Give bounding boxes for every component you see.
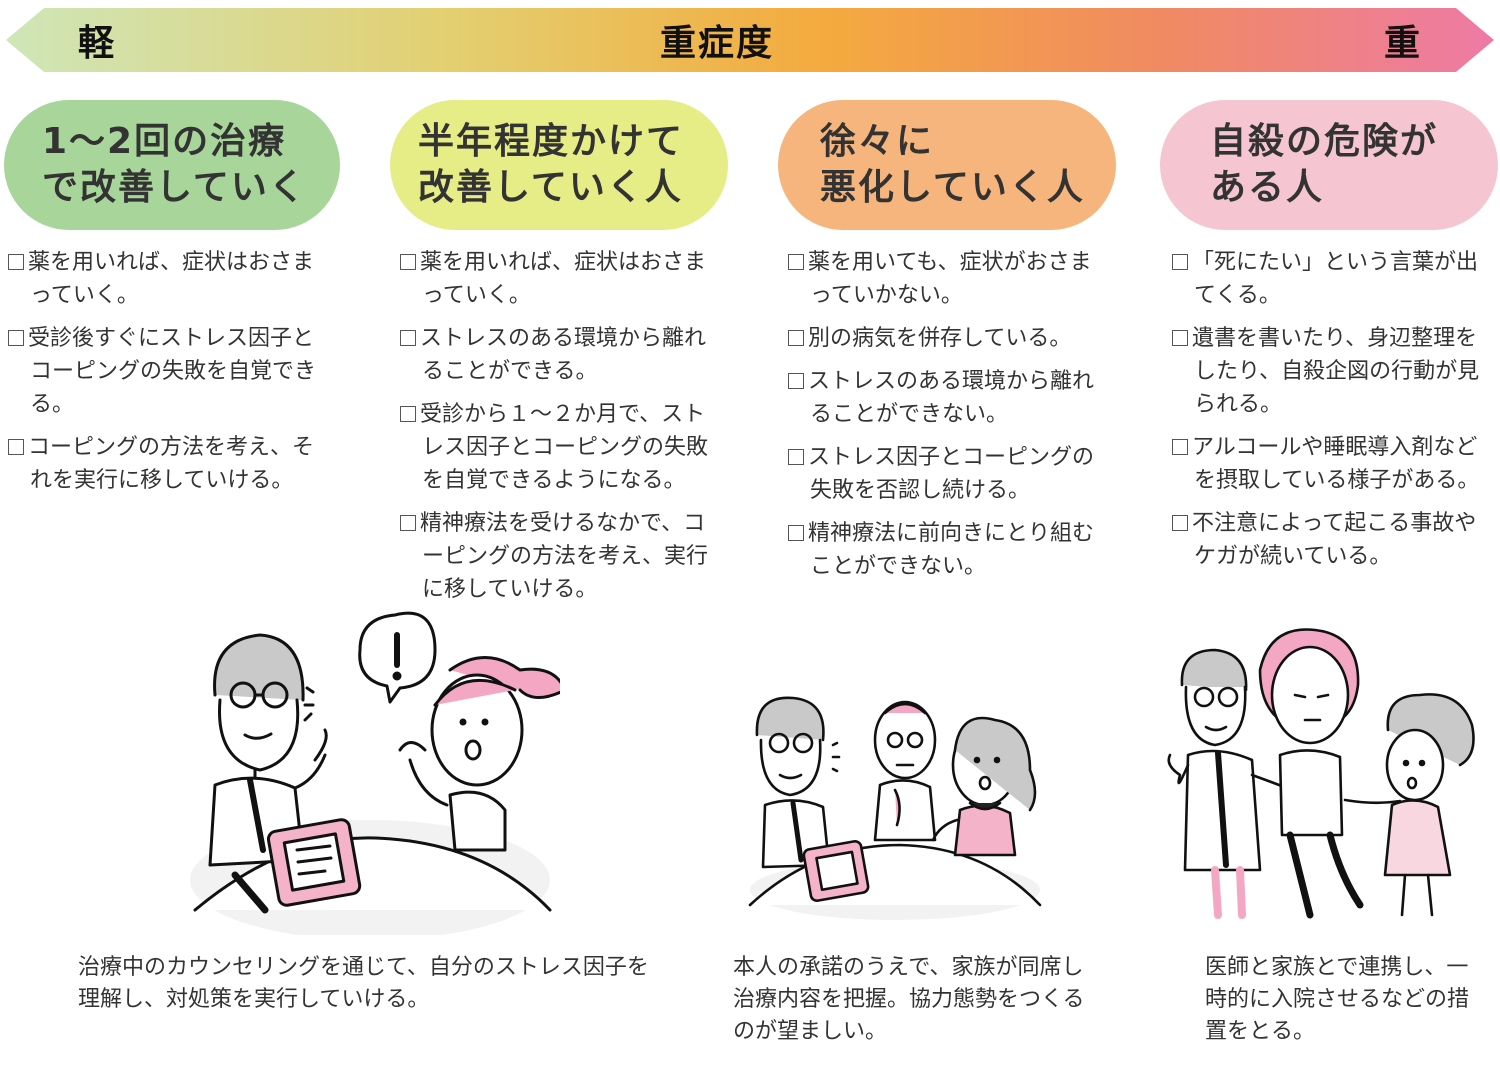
criteria-text: 薬を用いれば、症状はおさまっていく。 [28, 250, 315, 308]
criteria-item: 薬を用いれば、症状はおさまっていく。 [8, 246, 328, 312]
criteria-text: 受診後すぐにストレス因子とコーピングの失敗を自覚できる。 [28, 326, 317, 417]
criteria-item: 薬を用いれば、症状はおさまっていく。 [400, 246, 720, 312]
criteria-list-3: 薬を用いても、症状がおさまっていかない。別の病気を併存している。ストレスのある環… [788, 246, 1108, 593]
scale-label-light: 軽 [78, 23, 117, 64]
criteria-text: ストレスのある環境から離れることができない。 [808, 369, 1095, 427]
checkbox-icon [8, 330, 24, 346]
criteria-item: 精神療法に前向きにとり組むことができない。 [788, 517, 1108, 583]
criteria-item: 精神療法を受けるなかで、コーピングの方法を考え、実行に移していける。 [400, 507, 720, 606]
family-consultation-illustration [748, 696, 1042, 920]
category-title-1: 1～2回の治療 で改善していく [42, 121, 307, 208]
criteria-text: ストレス因子とコーピングの失敗を否認し続ける。 [808, 445, 1095, 503]
criteria-list-4: 「死にたい」という言葉が出てくる。遺書を書いたり、身辺整理をしたり、自殺企図の行… [1172, 246, 1492, 583]
criteria-item: 不注意によって起こる事故やケガが続いている。 [1172, 507, 1492, 573]
criteria-item: アルコールや睡眠導入剤などを摂取している様子がある。 [1172, 431, 1492, 497]
caption-family: 本人の承諾のうえで、家族が同席し治療内容を把握。協力態勢をつくるのが望ましい。 [733, 955, 1085, 1044]
criteria-text: 精神療法に前向きにとり組むことができない。 [808, 521, 1095, 579]
criteria-item: ストレスのある環境から離れることができる。 [400, 322, 720, 388]
criteria-item: ストレス因子とコーピングの失敗を否認し続ける。 [788, 441, 1108, 507]
criteria-text: コーピングの方法を考え、それを実行に移していける。 [28, 435, 315, 493]
category-title-2: 半年程度かけて 改善していく人 [418, 121, 685, 208]
checkbox-icon [400, 406, 416, 422]
checkbox-icon [8, 254, 24, 270]
category-pill-4: 自殺の危険が ある人 [1160, 100, 1498, 230]
criteria-item: ストレスのある環境から離れることができない。 [788, 365, 1108, 431]
criteria-text: 不注意によって起こる事故やケガが続いている。 [1192, 511, 1477, 569]
checkbox-icon [1172, 254, 1188, 270]
criteria-text: 遺書を書いたり、身辺整理をしたり、自殺企図の行動が見られる。 [1192, 326, 1480, 417]
severity-arrow-shape [6, 8, 1494, 72]
criteria-item: 別の病気を併存している。 [788, 322, 1108, 355]
category-pill-2: 半年程度かけて 改善していく人 [390, 100, 728, 230]
criteria-item: 受診から１～２か月で、ストレス因子とコーピングの失敗を自覚できるようになる。 [400, 398, 720, 497]
criteria-text: アルコールや睡眠導入剤などを摂取している様子がある。 [1192, 435, 1480, 493]
criteria-text: 精神療法を受けるなかで、コーピングの方法を考え、実行に移していける。 [420, 511, 709, 602]
criteria-text: 別の病気を併存している。 [808, 326, 1072, 351]
checkbox-icon [400, 254, 416, 270]
scale-label-severity: 重症度 [660, 23, 775, 64]
category-title-4: 自殺の危険が ある人 [1210, 121, 1439, 208]
counseling-illustration [190, 611, 560, 935]
hospitalization-illustration [1167, 628, 1475, 919]
checkbox-icon [788, 449, 804, 465]
criteria-item: 薬を用いても、症状がおさまっていかない。 [788, 246, 1108, 312]
checkbox-icon [400, 330, 416, 346]
checkbox-icon [400, 515, 416, 531]
checkbox-icon [788, 525, 804, 541]
criteria-item: 遺書を書いたり、身辺整理をしたり、自殺企図の行動が見られる。 [1172, 322, 1492, 421]
checkbox-icon [788, 330, 804, 346]
criteria-list-1: 薬を用いれば、症状はおさまっていく。受診後すぐにストレス因子とコーピングの失敗を… [8, 246, 328, 507]
severity-arrow: 軽 重症度 重 [0, 0, 1500, 80]
criteria-item: 「死にたい」という言葉が出てくる。 [1172, 246, 1492, 312]
checkbox-icon [1172, 330, 1188, 346]
checkbox-icon [1172, 515, 1188, 531]
criteria-text: ストレスのある環境から離れることができる。 [420, 326, 707, 384]
checkbox-icon [1172, 439, 1188, 455]
scale-label-heavy: 重 [1384, 23, 1423, 64]
criteria-text: 薬を用いても、症状がおさまっていかない。 [808, 250, 1092, 308]
category-pill-3: 徐々に 悪化していく人 [778, 100, 1116, 230]
category-pill-1: 1～2回の治療 で改善していく [4, 100, 340, 230]
criteria-text: 薬を用いれば、症状はおさまっていく。 [420, 250, 707, 308]
caption-hospitalization: 医師と家族とで連携し、一時的に入院させるなどの措置をとる。 [1205, 955, 1470, 1044]
checkbox-icon [8, 439, 24, 455]
criteria-item: コーピングの方法を考え、それを実行に移していける。 [8, 431, 328, 497]
criteria-text: 「死にたい」という言葉が出てくる。 [1192, 250, 1479, 308]
category-title-3: 徐々に 悪化していく人 [820, 121, 1085, 208]
caption-counseling: 治療中のカウンセリングを通じて、自分のストレス因子を理解し、対処策を実行していけ… [78, 955, 649, 1012]
checkbox-icon [788, 373, 804, 389]
criteria-text: 受診から１～２か月で、ストレス因子とコーピングの失敗を自覚できるようになる。 [420, 402, 709, 493]
criteria-list-2: 薬を用いれば、症状はおさまっていく。ストレスのある環境から離れることができる。受… [400, 246, 720, 616]
criteria-item: 受診後すぐにストレス因子とコーピングの失敗を自覚できる。 [8, 322, 328, 421]
checkbox-icon [788, 254, 804, 270]
